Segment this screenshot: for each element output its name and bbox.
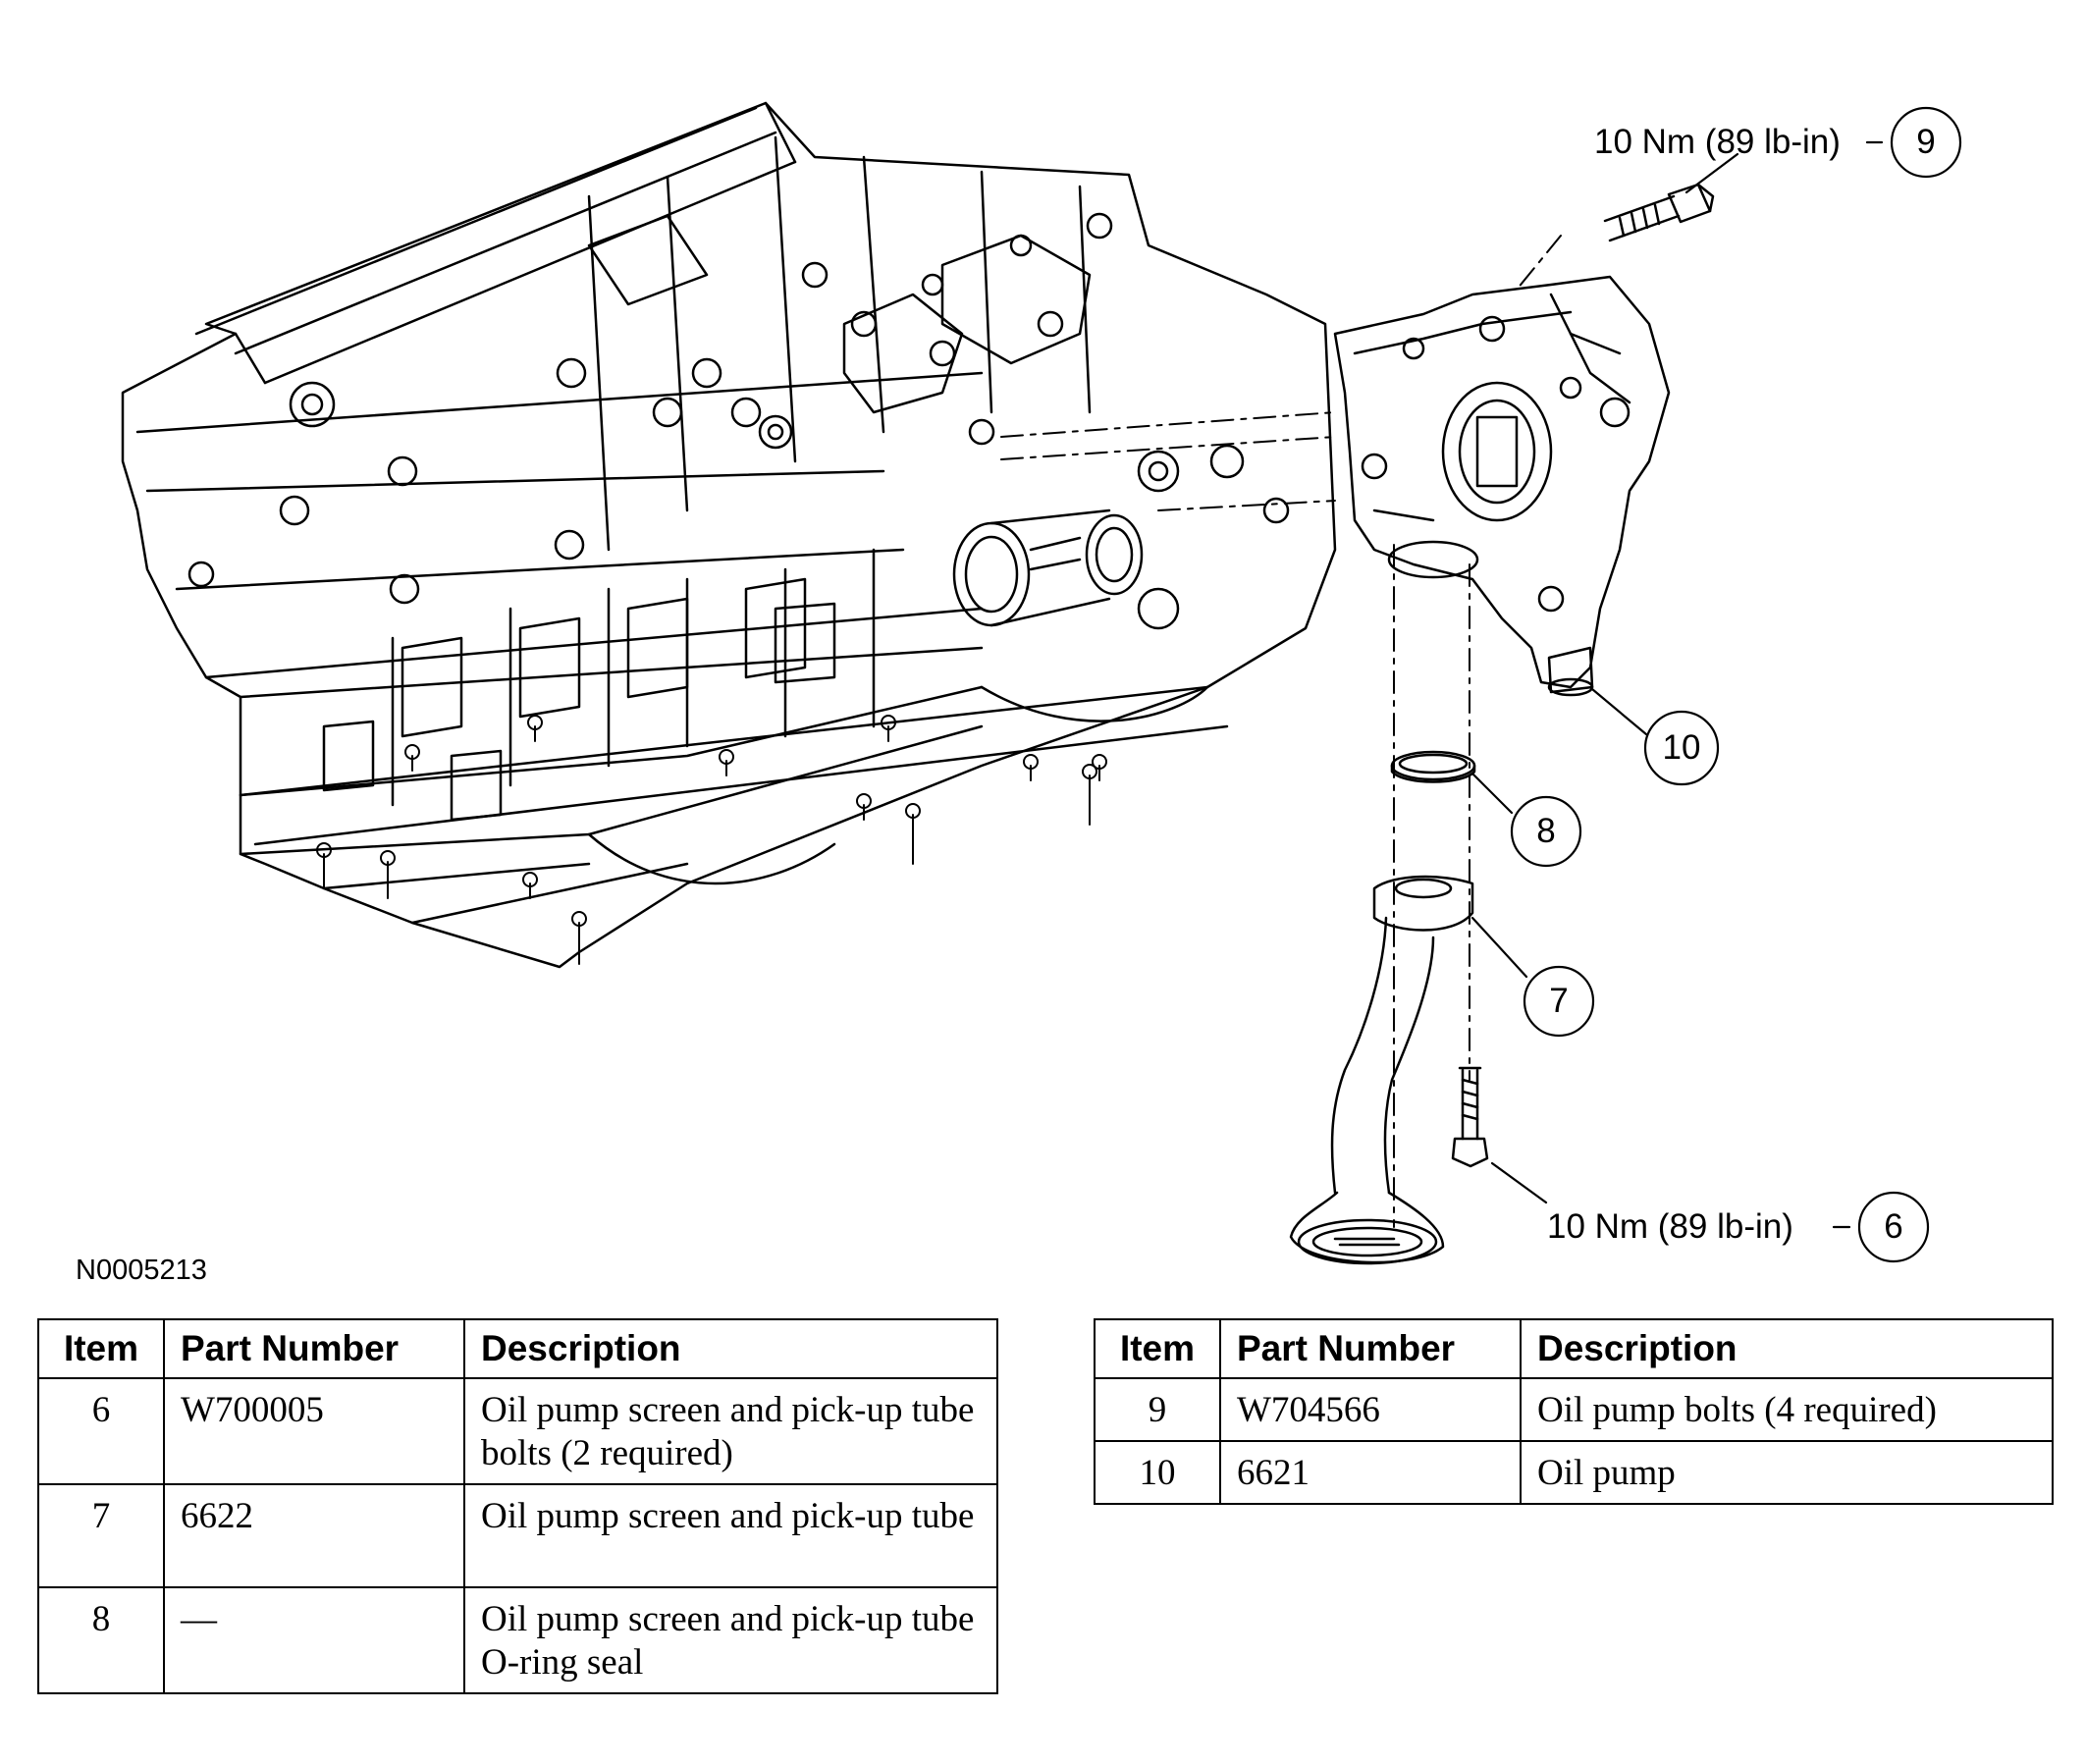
callout-8-circle xyxy=(1510,795,1582,868)
alignment-lines xyxy=(1000,235,1562,1228)
callout-number-10: 10 xyxy=(1662,728,1701,767)
row-part-number: W700005 xyxy=(163,1377,465,1485)
table-header-row: Item Part Number Description xyxy=(37,1318,998,1379)
header-item: Item xyxy=(1094,1318,1221,1379)
o-ring-seal xyxy=(1390,750,1476,783)
row-item: 8 xyxy=(37,1586,165,1694)
table-row: 9 W704566 Oil pump bolts (4 required) xyxy=(1094,1377,2054,1442)
header-description: Description xyxy=(1520,1318,2054,1379)
row-item: 10 xyxy=(1094,1440,1221,1505)
callout-number-7: 7 xyxy=(1549,982,1569,1020)
table-row: 6 W700005 Oil pump screen and pick-up tu… xyxy=(37,1377,998,1485)
row-item: 9 xyxy=(1094,1377,1221,1442)
row-description: Oil pump screen and pick-up tube xyxy=(463,1483,998,1588)
header-part-number: Part Number xyxy=(163,1318,465,1379)
pickup-tube-bolt xyxy=(1451,1066,1489,1168)
pickup-tube-and-screen xyxy=(1289,875,1474,1265)
row-item: 7 xyxy=(37,1483,165,1588)
table-row: 8 — Oil pump screen and pick-up tube O-r… xyxy=(37,1586,998,1694)
row-part-number: 6622 xyxy=(163,1483,465,1588)
parts-table-left: Item Part Number Description 6 W700005 O… xyxy=(37,1318,998,1694)
torque-spec-9: 10 Nm (89 lb-in) xyxy=(1594,123,1841,161)
row-description: Oil pump screen and pick-up tube bolts (… xyxy=(463,1377,998,1485)
table-row: 10 6621 Oil pump xyxy=(1094,1440,2054,1505)
callout-6-circle xyxy=(1857,1191,1930,1263)
parts-table-right: Item Part Number Description 9 W704566 O… xyxy=(1094,1318,2054,1505)
row-description: Oil pump xyxy=(1520,1440,2054,1505)
header-part-number: Part Number xyxy=(1219,1318,1522,1379)
callout-9-circle xyxy=(1890,106,1962,179)
row-part-number: W704566 xyxy=(1219,1377,1522,1442)
oil-pump-bolt xyxy=(1603,183,1715,242)
table-row: 7 6622 Oil pump screen and pick-up tube xyxy=(37,1483,998,1588)
row-description: Oil pump screen and pick-up tube O-ring … xyxy=(463,1586,998,1694)
torque-spec-6: 10 Nm (89 lb-in) xyxy=(1547,1207,1793,1246)
engine-block xyxy=(121,101,1337,969)
header-description: Description xyxy=(463,1318,998,1379)
header-item: Item xyxy=(37,1318,165,1379)
callouts xyxy=(1470,106,1962,1263)
engine-exploded-view xyxy=(121,101,1962,1265)
callout-number-6: 6 xyxy=(1884,1207,1903,1246)
figure-id: N0005213 xyxy=(76,1255,207,1286)
row-part-number: 6621 xyxy=(1219,1440,1522,1505)
callout-number-8: 8 xyxy=(1536,812,1556,850)
table-header-row: Item Part Number Description xyxy=(1094,1318,2054,1379)
callout-10-circle xyxy=(1643,710,1720,786)
callout-number-9: 9 xyxy=(1916,123,1936,161)
row-part-number: — xyxy=(163,1586,465,1694)
row-description: Oil pump bolts (4 required) xyxy=(1520,1377,2054,1442)
oil-pump xyxy=(1333,275,1671,697)
callout-7-circle xyxy=(1523,965,1595,1038)
row-item: 6 xyxy=(37,1377,165,1485)
